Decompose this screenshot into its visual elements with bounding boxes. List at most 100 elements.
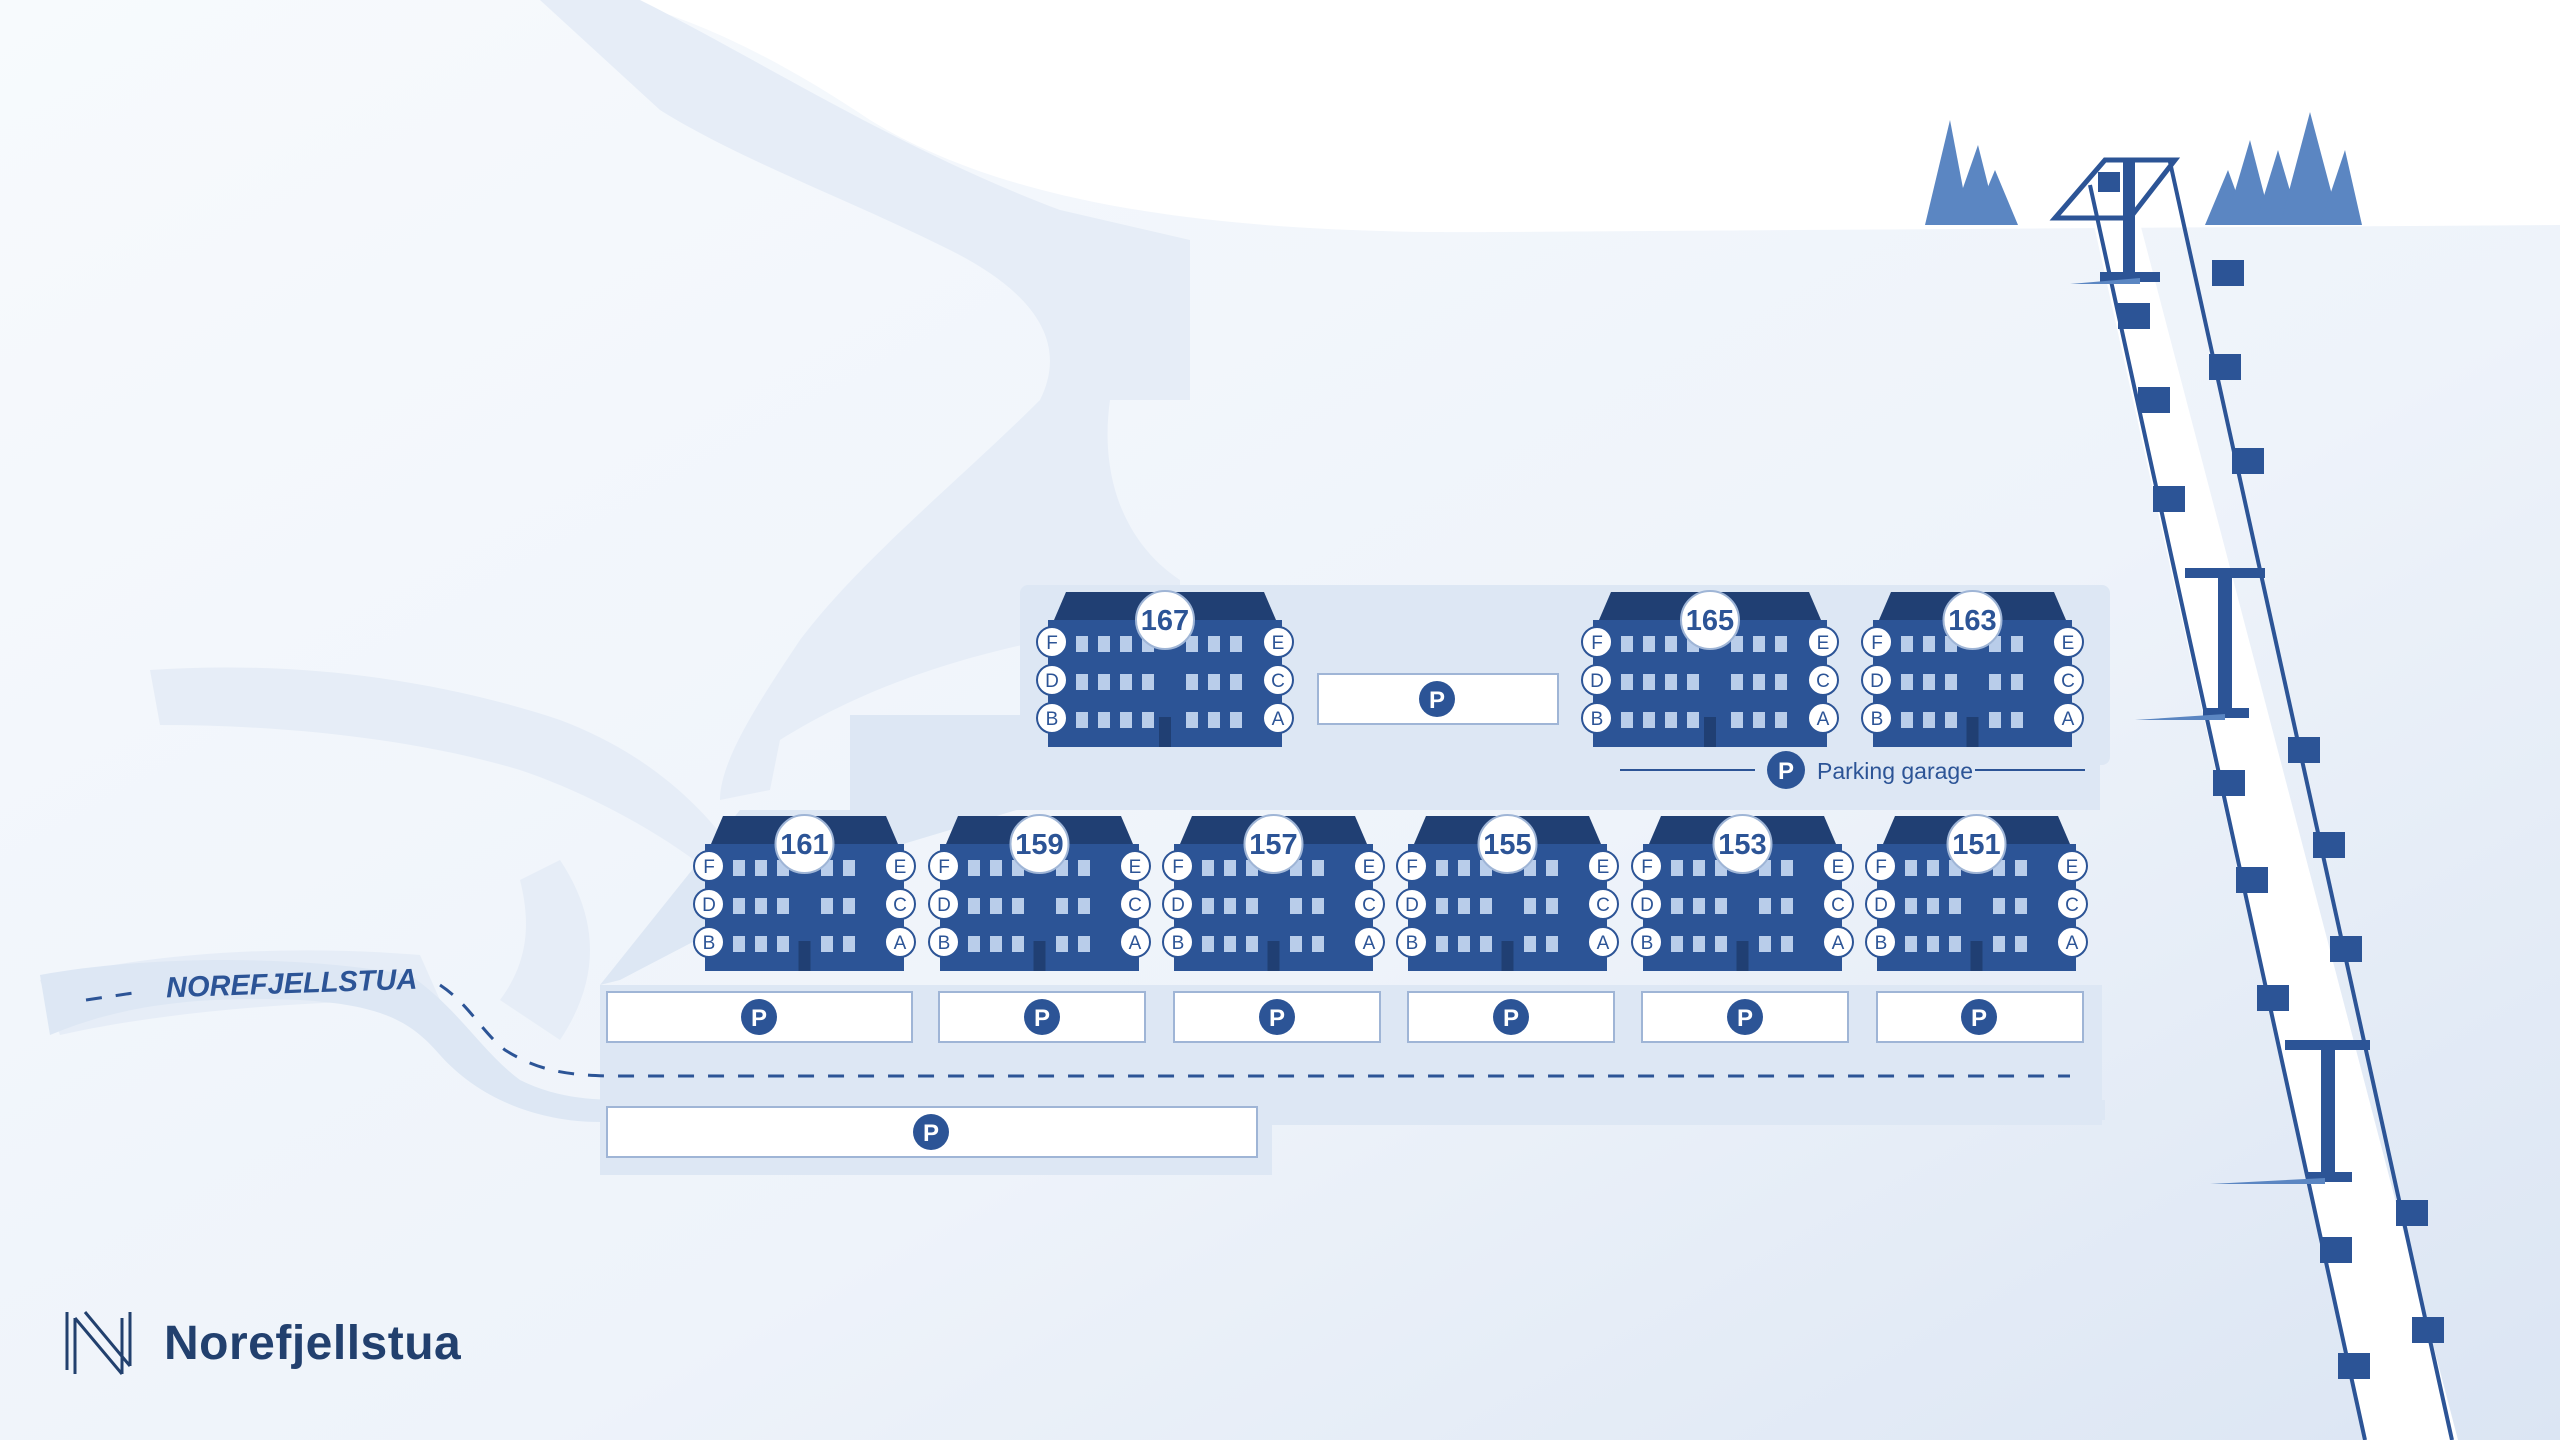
- entrance-label: E: [1832, 857, 1845, 878]
- entrance-A[interactable]: A: [2056, 926, 2088, 958]
- entrance-A[interactable]: A: [1119, 926, 1151, 958]
- entrance-B[interactable]: B: [1162, 926, 1194, 958]
- entrance-E[interactable]: E: [2052, 626, 2084, 658]
- entrance-A[interactable]: A: [884, 926, 916, 958]
- building-number-badge: [1680, 590, 1740, 650]
- entrance-label: C: [1831, 895, 1845, 916]
- entrance-A[interactable]: A: [1587, 926, 1619, 958]
- entrance-marker: [693, 850, 725, 882]
- entrance-D[interactable]: D: [693, 888, 725, 920]
- entrance-F[interactable]: F: [928, 850, 960, 882]
- svg-text:P: P: [1503, 1005, 1519, 1032]
- entrance-B[interactable]: B: [1865, 926, 1897, 958]
- entrance-C[interactable]: C: [1262, 664, 1294, 696]
- parking-icon: [913, 1114, 949, 1150]
- parking-lot[interactable]: P: [938, 991, 1146, 1043]
- entrance-label: B: [1046, 709, 1059, 730]
- entrance-D[interactable]: D: [1396, 888, 1428, 920]
- entrance-D[interactable]: D: [1162, 888, 1194, 920]
- entrance-C[interactable]: C: [1822, 888, 1854, 920]
- entrance-F[interactable]: F: [1631, 850, 1663, 882]
- parking-lots: P P P P P P P: [606, 673, 2084, 1158]
- entrance-D[interactable]: D: [1036, 664, 1068, 696]
- entrance-F[interactable]: F: [1396, 850, 1428, 882]
- entrance-B[interactable]: B: [693, 926, 725, 958]
- entrance-label: B: [938, 933, 951, 954]
- entrance-E[interactable]: E: [1353, 850, 1385, 882]
- entrance-B[interactable]: B: [928, 926, 960, 958]
- entrance-E[interactable]: E: [1262, 626, 1294, 658]
- entrance-B[interactable]: B: [1631, 926, 1663, 958]
- entrance-marker: [1581, 702, 1613, 734]
- entrance-E[interactable]: E: [1822, 850, 1854, 882]
- entrance-D[interactable]: D: [928, 888, 960, 920]
- entrance-marker: [2052, 664, 2084, 696]
- entrance-marker: [1396, 888, 1428, 920]
- entrance-E[interactable]: E: [2056, 850, 2088, 882]
- parking-icon: [1767, 751, 1805, 789]
- entrance-D[interactable]: D: [1861, 664, 1893, 696]
- entrance-F[interactable]: F: [1162, 850, 1194, 882]
- entrance-B[interactable]: B: [1036, 702, 1068, 734]
- entrance-D[interactable]: D: [1631, 888, 1663, 920]
- parking-lot[interactable]: P: [1407, 991, 1615, 1043]
- svg-text:P: P: [923, 1120, 939, 1147]
- entrance-E[interactable]: E: [1807, 626, 1839, 658]
- entrance-C[interactable]: C: [1119, 888, 1151, 920]
- entrance-label: B: [1591, 709, 1604, 730]
- entrance-A[interactable]: A: [1822, 926, 1854, 958]
- entrance-marker: [1861, 626, 1893, 658]
- entrance-label: F: [1406, 857, 1418, 878]
- entrance-label: B: [1172, 933, 1185, 954]
- entrance-marker: [1353, 926, 1385, 958]
- entrance-B[interactable]: B: [1396, 926, 1428, 958]
- entrance-B[interactable]: B: [1861, 702, 1893, 734]
- parking-lot[interactable]: P: [1173, 991, 1381, 1043]
- parking-lot[interactable]: P: [606, 1106, 1258, 1158]
- building-door: [1970, 941, 1983, 971]
- parking-lot[interactable]: P: [606, 991, 913, 1043]
- parking-lot[interactable]: P: [1317, 673, 1559, 725]
- entrance-A[interactable]: A: [1353, 926, 1385, 958]
- entrance-F[interactable]: F: [1581, 626, 1613, 658]
- entrance-F[interactable]: F: [1865, 850, 1897, 882]
- entrance-F[interactable]: F: [1036, 626, 1068, 658]
- entrance-A[interactable]: A: [1807, 702, 1839, 734]
- entrance-D[interactable]: D: [1865, 888, 1897, 920]
- parking-garage[interactable]: P Parking garage: [1620, 751, 2085, 789]
- building-number-badge: [1946, 814, 2007, 874]
- building-door: [1267, 941, 1280, 971]
- entrance-C[interactable]: C: [884, 888, 916, 920]
- entrance-C[interactable]: C: [2056, 888, 2088, 920]
- entrance-C[interactable]: C: [1807, 664, 1839, 696]
- road-path-dashed: [85, 983, 2070, 1078]
- entrance-A[interactable]: A: [1262, 702, 1294, 734]
- entrance-F[interactable]: F: [693, 850, 725, 882]
- entrance-D[interactable]: D: [1581, 664, 1613, 696]
- building-door: [1704, 717, 1716, 747]
- entrance-A[interactable]: A: [2052, 702, 2084, 734]
- entrance-label: C: [1596, 895, 1610, 916]
- entrance-E[interactable]: E: [1119, 850, 1151, 882]
- building-number-badge: [1712, 814, 1773, 874]
- parking-lot[interactable]: P: [1876, 991, 2084, 1043]
- entrance-C[interactable]: C: [1587, 888, 1619, 920]
- entrance-E[interactable]: E: [884, 850, 916, 882]
- entrance-marker: [2056, 926, 2088, 958]
- parking-icon: [741, 999, 777, 1035]
- entrance-E[interactable]: E: [1587, 850, 1619, 882]
- entrance-B[interactable]: B: [1581, 702, 1613, 734]
- entrance-C[interactable]: C: [1353, 888, 1385, 920]
- entrance-F[interactable]: F: [1861, 626, 1893, 658]
- entrance-C[interactable]: C: [2052, 664, 2084, 696]
- parking-lot[interactable]: P: [1641, 991, 1849, 1043]
